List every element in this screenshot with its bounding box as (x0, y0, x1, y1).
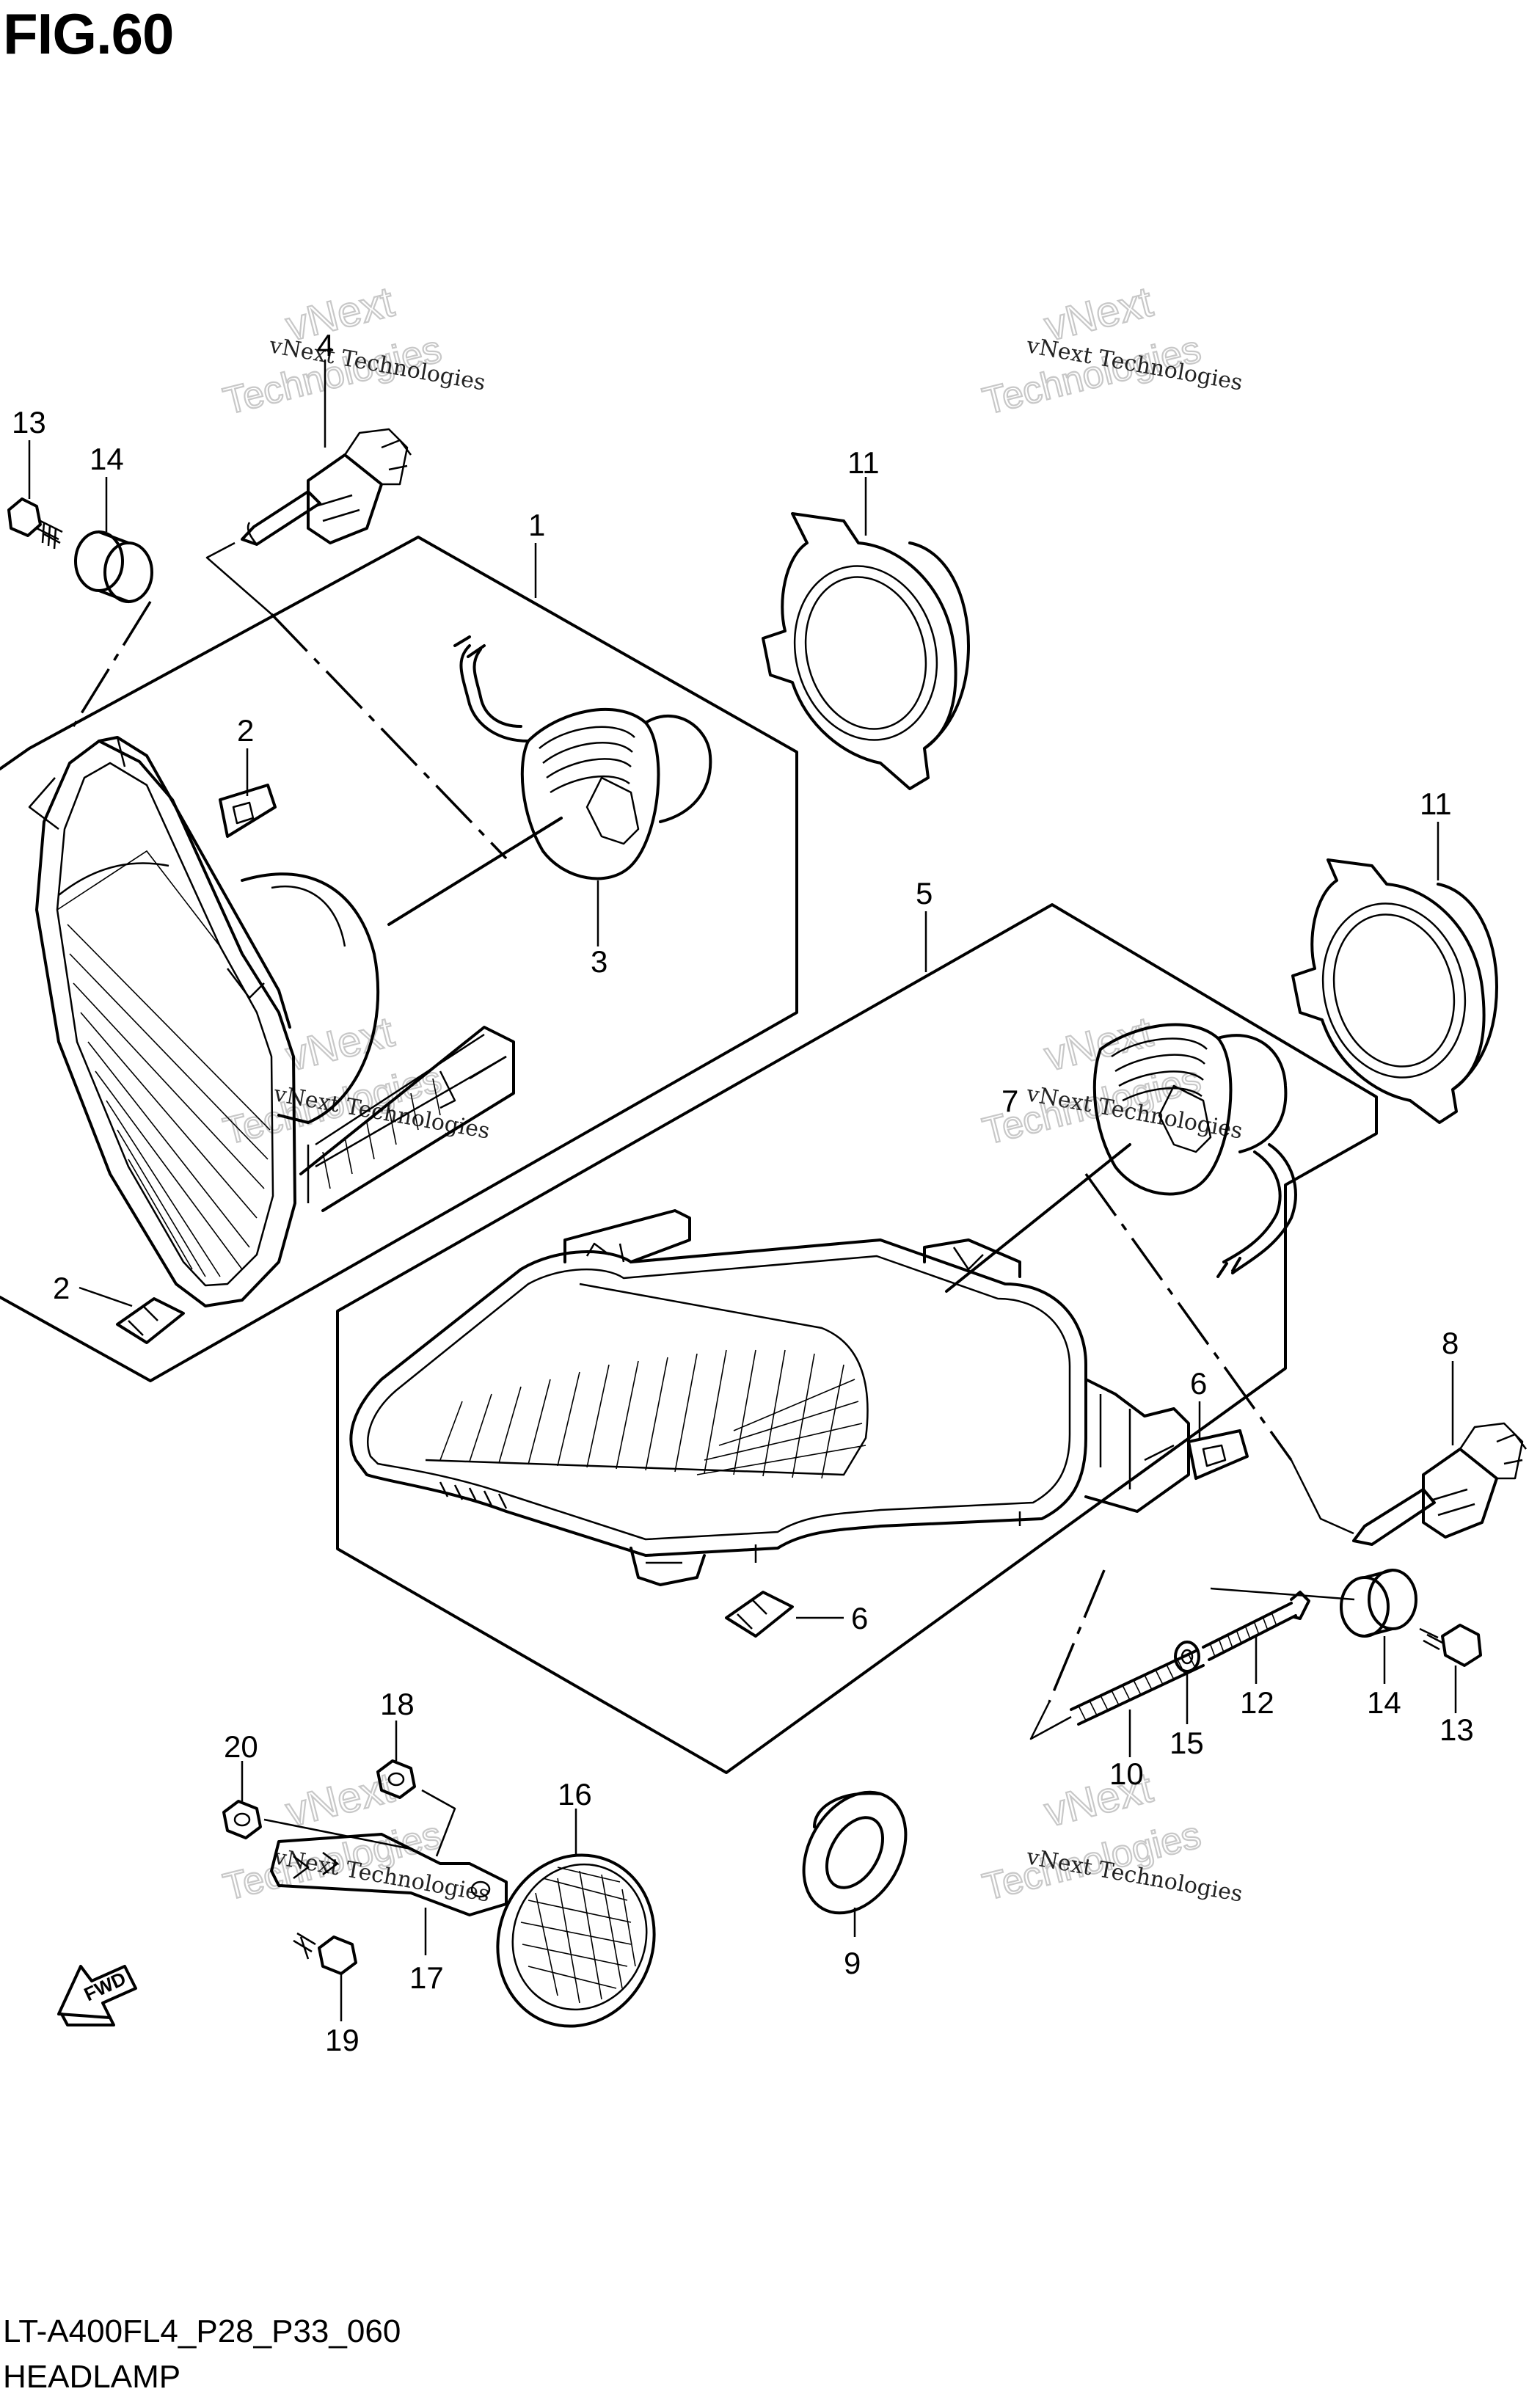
retainer-ring-11-upper (762, 512, 970, 790)
callout-labels: 1 2 2 3 4 5 6 6 7 8 9 10 11 11 12 13 13 … (12, 328, 1474, 2057)
screw-13-upper (7, 497, 63, 550)
reflector-16 (496, 1853, 656, 2028)
headlamp-bulb-8 (1352, 1422, 1527, 1546)
nut-18 (376, 1759, 416, 1799)
callout-14-upper: 14 (90, 442, 124, 476)
callout-13-upper: 13 (12, 405, 46, 439)
fwd-arrow: FWD (57, 1965, 137, 2026)
clip-2-lower-leader (79, 1286, 133, 1307)
drawing-code: LT-A400FL4_P28_P33_060 (3, 2313, 401, 2349)
headlamp-bulb-4 (241, 428, 412, 546)
watermark-top-left: vNext Technologies vNext Technologies (219, 277, 487, 424)
callout-11-right: 11 (1420, 787, 1452, 821)
callout-1: 1 (528, 508, 545, 542)
clip-2-upper (219, 784, 277, 838)
socket-3-leader (387, 817, 563, 926)
grommet-14-right (1340, 1569, 1417, 1638)
socket-7-leader (945, 1143, 1131, 1293)
callout-7: 7 (1001, 1084, 1018, 1118)
figure-name: HEADLAMP (3, 2359, 181, 2395)
callout-10: 10 (1109, 1756, 1144, 1791)
figure-title: FIG.60 (3, 1, 174, 66)
callout-9: 9 (844, 1946, 861, 1980)
grommet-dash-line-upper (72, 601, 152, 727)
grommet-ring-9 (802, 1790, 908, 1915)
callout-4: 4 (317, 328, 334, 362)
bolt-to-grommet-line (1210, 1587, 1355, 1601)
callout-13-right: 13 (1439, 1712, 1474, 1747)
callout-18: 18 (380, 1687, 415, 1721)
callout-2-lower: 2 (53, 1271, 70, 1305)
callout-19: 19 (325, 2023, 360, 2057)
svg-text:vNext: vNext (281, 1008, 398, 1081)
watermark-top-right: vNext Technologies vNext Technologies (978, 277, 1244, 424)
bulb-8-dash-line (1084, 1172, 1293, 1462)
reflector-bracket-17 (270, 1833, 508, 1916)
callout-20: 20 (224, 1729, 258, 1764)
grommet-14-upper (74, 530, 153, 603)
spring-leader-bend (1029, 1701, 1072, 1740)
callout-8: 8 (1442, 1326, 1459, 1360)
socket-7 (1092, 1023, 1297, 1278)
callout-17: 17 (409, 1960, 444, 1995)
spring-dash-line (1048, 1569, 1106, 1703)
assembly-5-outline (336, 903, 1378, 1774)
callout-2-upper: 2 (237, 713, 254, 748)
bulb-4-leader (205, 541, 272, 615)
callout-12: 12 (1240, 1685, 1274, 1720)
callout-16: 16 (558, 1777, 592, 1812)
assembly-1-outline (0, 536, 798, 1382)
clip-2-lower (116, 1297, 185, 1344)
nut-20 (222, 1800, 262, 1839)
callout-6-upper: 6 (1190, 1366, 1207, 1401)
retainer-ring-11-right (1291, 858, 1498, 1124)
callout-15: 15 (1169, 1726, 1204, 1760)
grommet-leader-upper-bend (28, 777, 59, 830)
screw-13-right (1419, 1624, 1482, 1667)
bulb-8-leader-bend (1290, 1459, 1354, 1535)
svg-text:vNext: vNext (281, 1764, 398, 1836)
callout-5: 5 (916, 876, 933, 911)
bulb-4-dash-line (270, 613, 508, 860)
adjuster-bolt-12 (1202, 1591, 1310, 1661)
washer-15 (1174, 1641, 1200, 1673)
bolt-19 (293, 1932, 357, 1975)
callout-3: 3 (591, 944, 607, 979)
right-headlamp-housing (349, 1209, 1190, 1586)
socket-3 (453, 635, 712, 880)
clip-6-upper (1187, 1429, 1249, 1480)
bracket-upper-leader (421, 1789, 456, 1857)
callout-14-right: 14 (1367, 1685, 1401, 1720)
left-headlamp-housing (35, 736, 515, 1307)
clip-6-lower (725, 1591, 794, 1638)
callout-11-upper: 11 (847, 445, 880, 480)
nut-20-bracket-line (263, 1818, 412, 1850)
callout-6-lower: 6 (851, 1601, 868, 1635)
